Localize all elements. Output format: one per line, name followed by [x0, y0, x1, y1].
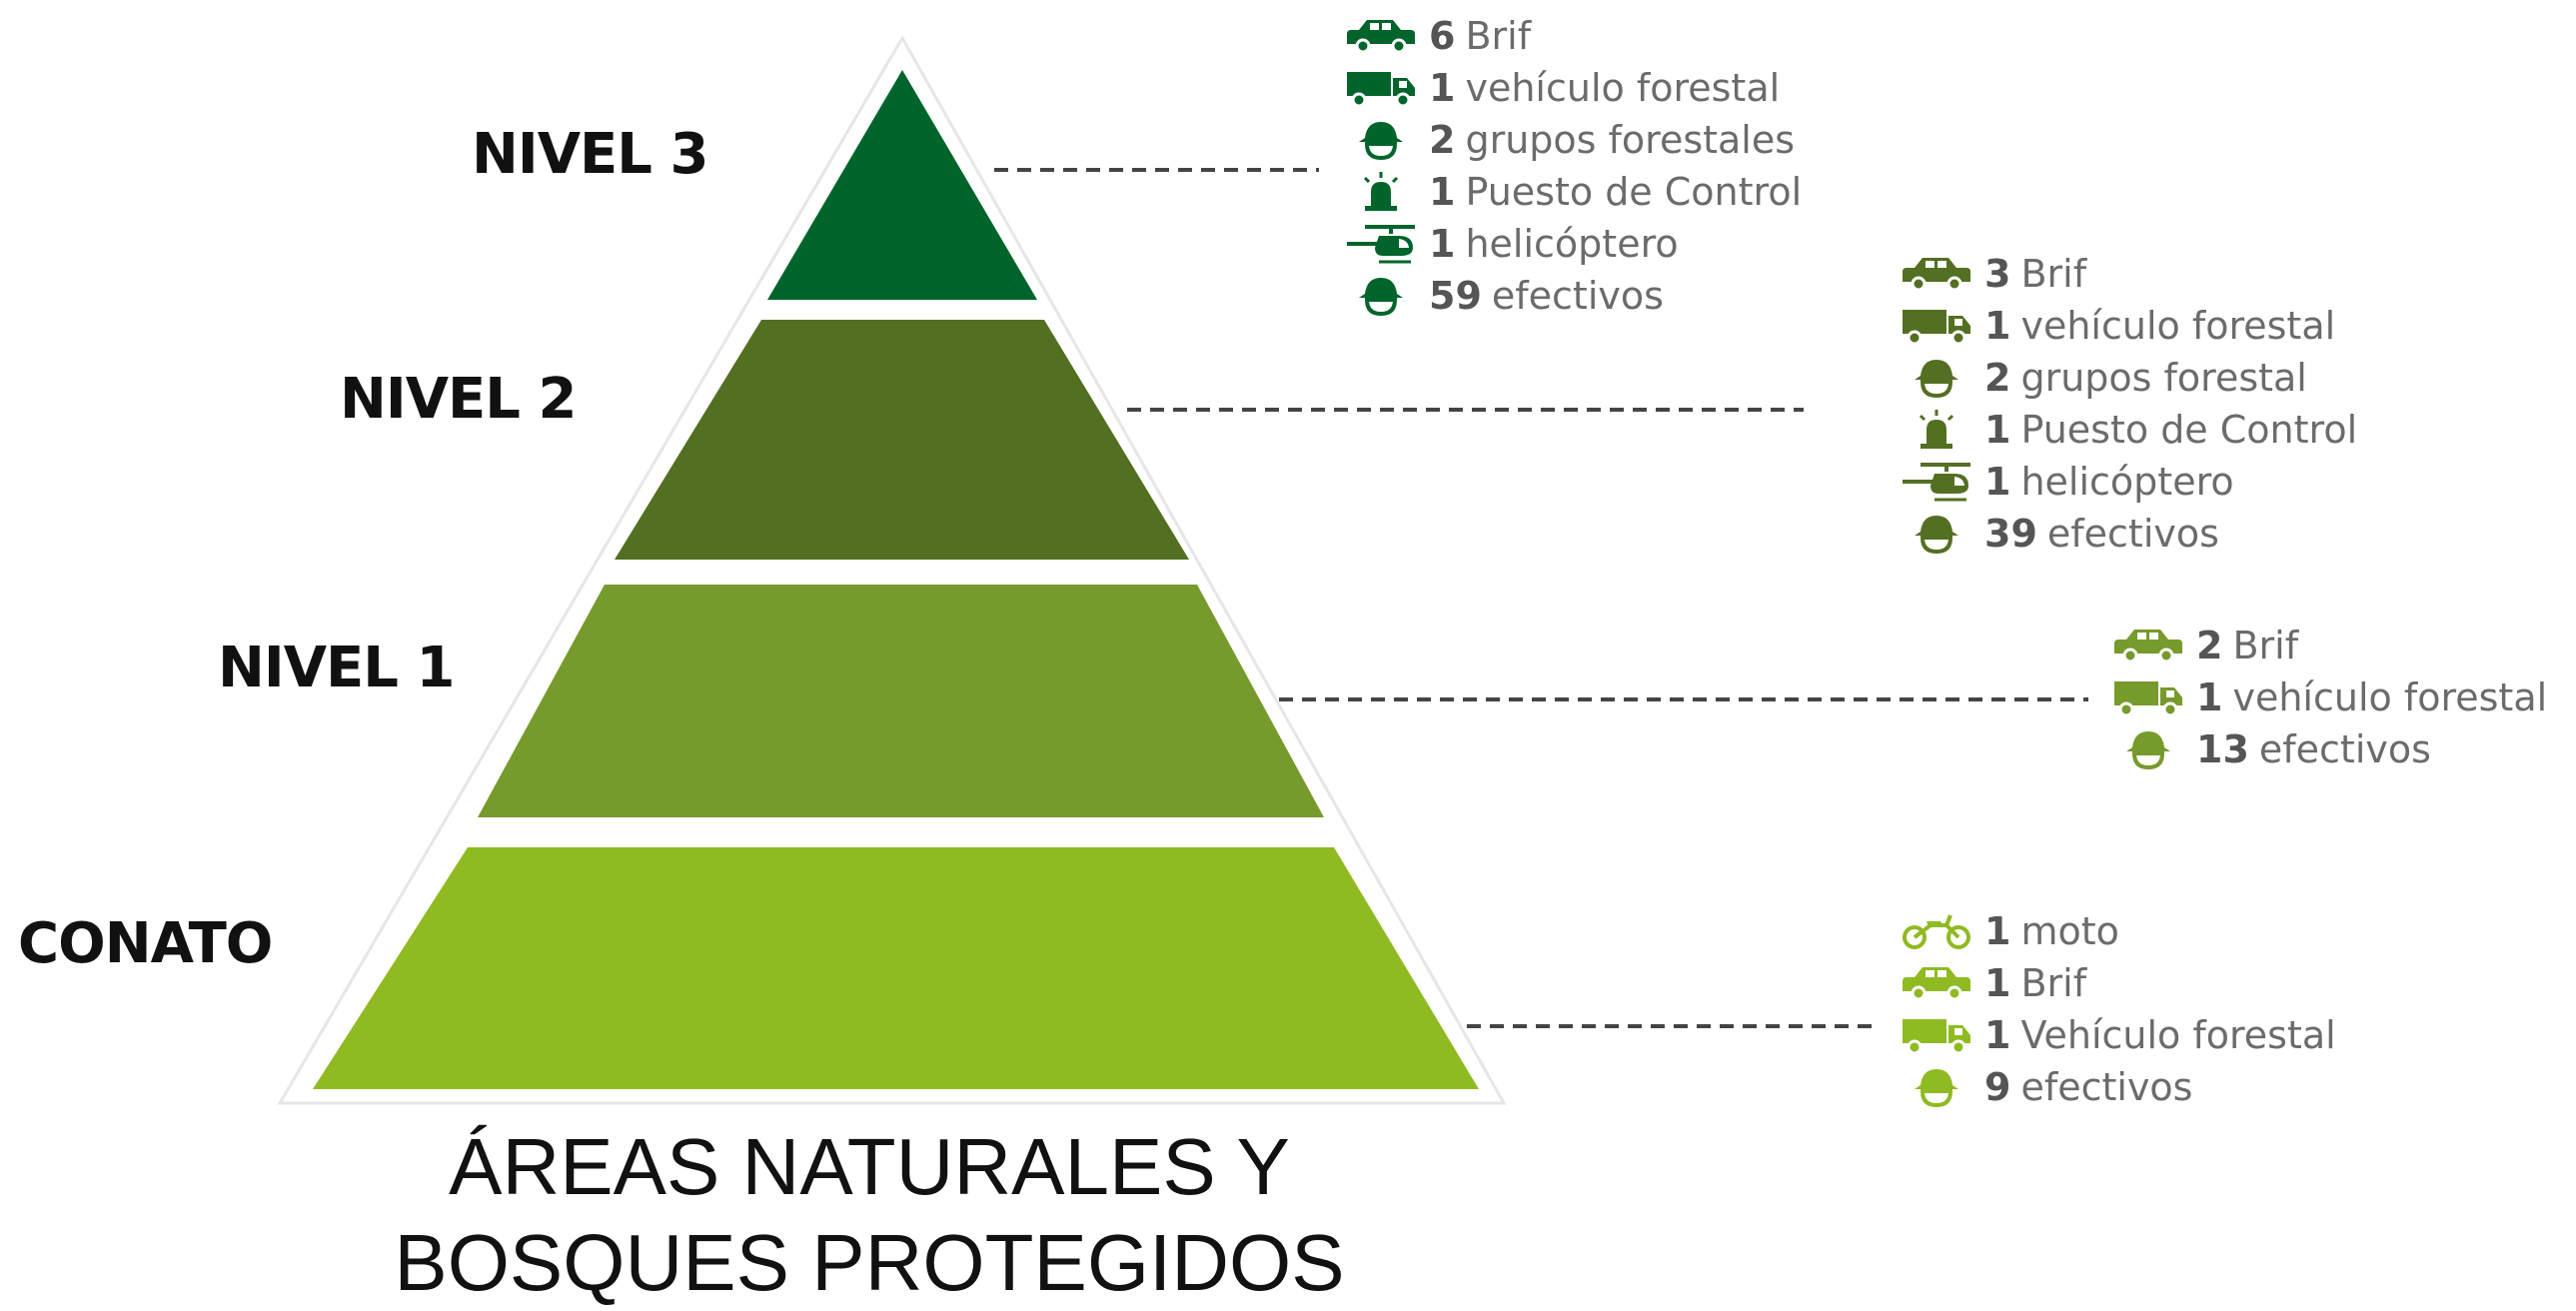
car-icon — [1897, 961, 1972, 1005]
resource-label: Brif — [2232, 624, 2299, 667]
resource-count: 2 — [2196, 624, 2223, 667]
siren-icon — [1341, 170, 1417, 214]
firefighter-icon — [1897, 1065, 1972, 1109]
resource-label: efectivos — [2258, 727, 2431, 771]
resource-count: 3 — [1984, 252, 2011, 296]
resource-label: vehículo forestal — [1465, 66, 1781, 110]
resource-label: vehículo forestal — [2232, 675, 2548, 719]
car-icon — [1897, 252, 1972, 296]
tier-nivel-2 — [615, 320, 1189, 560]
resource-label: Puesto de Control — [2020, 408, 2358, 452]
resource-label: Brif — [1465, 14, 1532, 58]
resource-label: grupos forestal — [2020, 356, 2307, 400]
resource-label: efectivos — [1491, 274, 1664, 318]
resource-label: efectivos — [2046, 512, 2219, 556]
firefighter-icon — [1341, 274, 1417, 318]
level-label-nivel-1: NIVEL 1 — [218, 636, 455, 700]
resource-label: helicóptero — [2020, 460, 2234, 504]
truck-icon — [1897, 1013, 1972, 1057]
resource-count: 13 — [2196, 727, 2249, 771]
resource-count: 59 — [1429, 274, 1482, 318]
car-icon — [2108, 624, 2184, 667]
resource-count: 1 — [1429, 170, 1456, 214]
caption-line-2: BOSQUES PROTEGIDOS — [394, 1218, 1345, 1307]
firefighter-icon — [1341, 118, 1417, 162]
truck-icon — [1341, 66, 1417, 110]
tier-nivel-1 — [478, 585, 1324, 817]
resource-count: 1 — [1429, 222, 1456, 266]
resource-count: 6 — [1429, 14, 1456, 58]
resource-label: helicóptero — [1465, 222, 1679, 266]
resource-count: 1 — [1984, 909, 2011, 953]
resource-count: 1 — [1984, 304, 2011, 348]
resource-label: Puesto de Control — [1465, 170, 1803, 214]
resource-count: 2 — [1984, 356, 2011, 400]
resource-count: 1 — [1984, 1013, 2011, 1057]
resource-label: Brif — [2020, 252, 2087, 296]
resource-label: efectivos — [2020, 1065, 2193, 1109]
firefighter-icon — [2108, 727, 2184, 771]
resource-count: 2 — [1429, 118, 1456, 162]
truck-icon — [1897, 304, 1972, 348]
resource-label: grupos forestales — [1465, 118, 1796, 162]
level-label-nivel-3: NIVEL 3 — [472, 122, 708, 187]
level-label-conato: CONATO — [18, 911, 273, 976]
resource-count: 1 — [1984, 460, 2011, 504]
firefighter-icon — [1897, 356, 1972, 400]
helicopter-icon — [1897, 460, 1972, 504]
resource-label: Vehículo forestal — [2020, 1013, 2336, 1057]
resource-label: vehículo forestal — [2020, 304, 2336, 348]
resource-count: 1 — [1429, 66, 1456, 110]
tier-conato — [313, 847, 1479, 1089]
resource-count: 39 — [1984, 512, 2037, 556]
resource-count: 1 — [1984, 961, 2011, 1005]
pyramid-outline — [277, 34, 1507, 1105]
firefighter-icon — [1897, 512, 1972, 556]
caption: ÁREAS NATURALES Y BOSQUES PROTEGIDOS — [330, 1119, 1409, 1311]
car-icon — [1341, 14, 1417, 58]
motorbike-icon — [1897, 909, 1972, 953]
resource-label: Brif — [2020, 961, 2087, 1005]
tier-nivel-3 — [767, 70, 1037, 300]
resource-count: 9 — [1984, 1065, 2011, 1109]
resource-count: 1 — [2196, 675, 2223, 719]
level-label-nivel-2: NIVEL 2 — [340, 367, 577, 432]
resource-count: 1 — [1984, 408, 2011, 452]
helicopter-icon — [1341, 222, 1417, 266]
siren-icon — [1897, 408, 1972, 452]
truck-icon — [2108, 675, 2184, 719]
resource-label: moto — [2020, 909, 2119, 953]
caption-line-1: ÁREAS NATURALES Y — [449, 1122, 1290, 1211]
